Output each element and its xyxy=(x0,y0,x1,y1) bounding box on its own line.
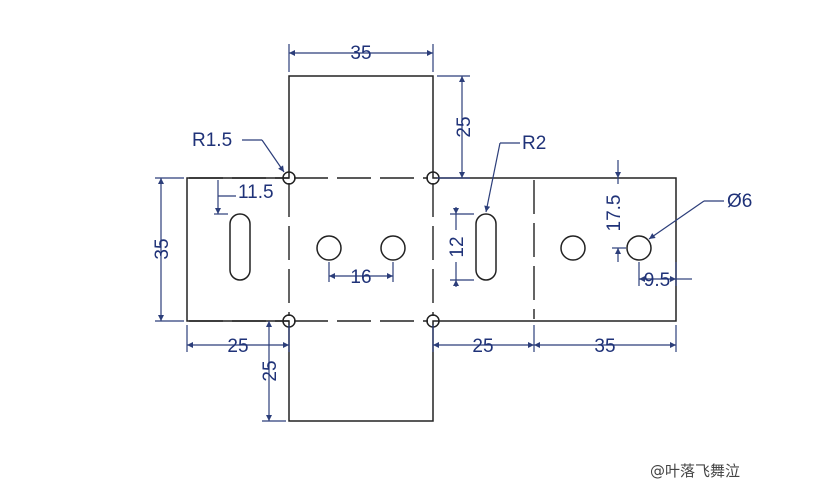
dim-left-height xyxy=(155,177,184,322)
dim-bottom-right-width-label: 25 xyxy=(472,336,493,357)
dim-hole-diameter-label: Ø6 xyxy=(727,191,752,212)
dim-corner-radius-label: R1.5 xyxy=(192,130,232,151)
dim-slot-length xyxy=(450,207,474,287)
fold-lines xyxy=(189,177,535,322)
dim-top-width xyxy=(288,44,434,72)
dim-bottom-flap xyxy=(262,321,286,422)
dim-bottom-far-right-width-label: 35 xyxy=(594,336,615,357)
slot-right xyxy=(475,213,497,281)
dim-slot-length-label: 12 xyxy=(447,236,468,257)
dim-hole-offset-y-label: 17.5 xyxy=(604,195,625,232)
dim-top-width-label: 35 xyxy=(350,43,371,64)
part-outline xyxy=(186,75,677,422)
dim-corner-radius xyxy=(242,139,285,173)
dim-hole-spacing-label: 16 xyxy=(350,267,371,288)
dim-bottom-far-right-width xyxy=(534,325,677,352)
dim-bottom-left-width-label: 25 xyxy=(227,336,248,357)
watermark: @叶落飞舞泣 xyxy=(650,462,740,480)
dim-slot-radius xyxy=(484,142,520,213)
dim-slot-radius-label: R2 xyxy=(522,133,546,154)
relief-holes xyxy=(282,171,440,328)
dim-slot-offset-label: 11.5 xyxy=(238,182,274,203)
slot-left xyxy=(229,213,251,281)
dim-hole-spacing xyxy=(328,262,394,282)
dim-hole-offset-x-label: 9.5 xyxy=(644,270,670,291)
dim-hole-diameter xyxy=(648,200,724,240)
dim-top-flap xyxy=(437,75,470,179)
dim-hole-offset-y xyxy=(612,160,626,262)
dim-top-flap-label: 25 xyxy=(454,116,475,137)
dim-slot-offset xyxy=(214,180,236,215)
dim-hole-offset-x xyxy=(638,262,692,286)
dim-bottom-left-width xyxy=(186,325,290,352)
round-holes xyxy=(316,235,652,261)
dim-bottom-flap-label: 25 xyxy=(260,360,281,381)
dim-left-height-label: 35 xyxy=(152,238,173,259)
